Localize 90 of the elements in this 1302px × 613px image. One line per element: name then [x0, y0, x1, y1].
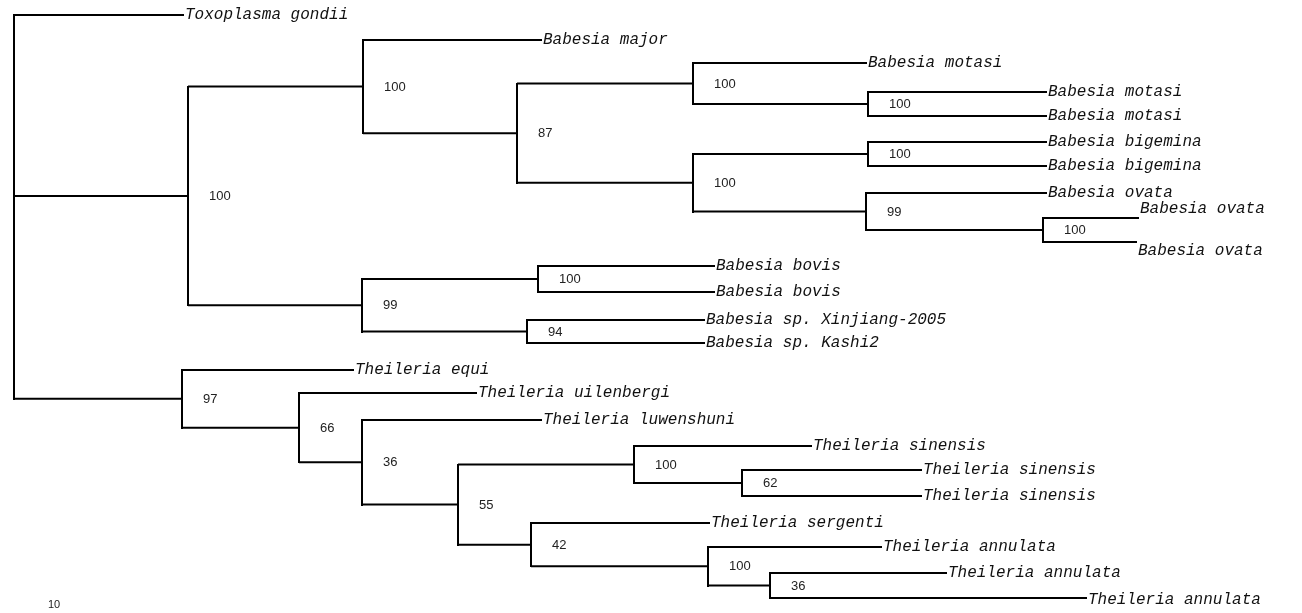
tree-branch	[526, 342, 706, 344]
tree-branch	[633, 482, 743, 484]
taxon-label: Babesia bigemina	[1048, 132, 1202, 152]
taxon-label: Babesia sp. Xinjiang-2005	[706, 310, 947, 330]
tree-branch	[867, 165, 1048, 167]
tree-branch	[361, 278, 539, 280]
taxon-label: Babesia sp. Kashi2	[706, 333, 879, 353]
tree-branch	[867, 115, 1048, 117]
tree-branch	[1042, 217, 1140, 219]
bootstrap-value: 97	[203, 390, 218, 407]
bootstrap-value: 42	[552, 536, 567, 553]
tree-branch	[13, 14, 185, 16]
tree-branch	[537, 265, 716, 267]
taxon-label: Babesia bovis	[716, 256, 841, 276]
tree-branch	[298, 461, 363, 464]
tree-branch	[865, 229, 1044, 231]
tree-branch	[298, 392, 478, 394]
tree-branch	[537, 291, 716, 293]
bootstrap-value: 55	[479, 496, 494, 513]
bootstrap-value: 100	[384, 78, 406, 95]
taxon-label: Theileria uilenbergi	[478, 383, 671, 403]
bootstrap-value: 100	[209, 187, 231, 204]
bootstrap-value: 100	[559, 271, 581, 287]
bootstrap-value: 100	[1064, 222, 1086, 238]
tree-branch	[692, 62, 868, 64]
taxon-label: Babesia motasi	[1048, 82, 1183, 102]
taxon-label: Babesia ovata	[1140, 199, 1265, 219]
tree-branch	[13, 397, 183, 400]
tree-branch	[692, 210, 867, 213]
tree-branch	[361, 330, 528, 333]
tree-branch	[741, 469, 923, 471]
tree-branch	[181, 369, 355, 371]
tree-branch	[707, 584, 771, 587]
tree-branch	[692, 103, 869, 105]
tree-branch	[516, 82, 694, 85]
bootstrap-value: 87	[538, 125, 553, 142]
bootstrap-value: 36	[383, 454, 398, 471]
taxon-label: Theileria sinensis	[923, 460, 1096, 480]
tree-branch	[865, 192, 1048, 194]
tree-branch	[707, 546, 883, 548]
tree-branch	[867, 91, 1048, 93]
bootstrap-value: 62	[763, 475, 778, 491]
tree-branch	[530, 522, 711, 524]
tree-branch	[362, 132, 518, 135]
taxon-label: Theileria annulata	[948, 563, 1121, 583]
taxon-label: Babesia bovis	[716, 282, 841, 302]
tree-branch	[769, 597, 1088, 599]
taxon-label: Toxoplasma gondii	[185, 5, 349, 25]
bootstrap-value: 100	[889, 146, 911, 162]
tree-branch	[187, 85, 364, 88]
taxon-label: Theileria sinensis	[813, 436, 986, 456]
taxon-label: Theileria sergenti	[711, 513, 884, 533]
bootstrap-value: 100	[655, 456, 677, 473]
bootstrap-value: 100	[729, 558, 751, 575]
tree-branch	[526, 319, 706, 321]
tree-branch	[692, 153, 869, 155]
tree-branch	[362, 39, 543, 41]
tree-branch	[1042, 241, 1138, 243]
tree-branch	[867, 141, 1048, 143]
tree-branch	[741, 495, 923, 497]
bootstrap-value: 94	[548, 323, 563, 340]
tree-branch	[516, 181, 694, 184]
bootstrap-value: 99	[887, 203, 902, 220]
tree-branch	[633, 445, 813, 447]
taxon-label: Babesia motasi	[1048, 106, 1183, 126]
bootstrap-value: 100	[714, 174, 736, 191]
tree-branch	[13, 194, 189, 197]
tree-branch	[457, 543, 532, 546]
taxon-label: Theileria annulata	[1088, 590, 1261, 610]
tree-branch	[530, 565, 709, 568]
taxon-label: Babesia major	[543, 30, 668, 50]
tree-branch	[769, 572, 948, 574]
taxon-label: Babesia motasi	[868, 53, 1003, 73]
taxon-label: Theileria equi	[355, 360, 490, 380]
taxon-label: Theileria luwenshuni	[543, 410, 736, 430]
taxon-label: Theileria annulata	[883, 537, 1056, 557]
bootstrap-value: 100	[889, 96, 911, 112]
bootstrap-value: 66	[320, 419, 335, 436]
taxon-label: Babesia ovata	[1138, 241, 1263, 261]
taxon-label: Theileria sinensis	[923, 486, 1096, 506]
bootstrap-value: 100	[714, 75, 736, 92]
tree-branch	[457, 463, 635, 466]
bootstrap-value: 99	[383, 297, 398, 314]
tree-branch	[361, 503, 459, 506]
tree-branch	[187, 304, 363, 307]
scale-bar-label: 10	[48, 598, 61, 611]
taxon-label: Babesia bigemina	[1048, 156, 1202, 176]
tree-branch	[361, 419, 543, 421]
bootstrap-value: 36	[791, 577, 806, 594]
tree-branch	[181, 426, 300, 429]
